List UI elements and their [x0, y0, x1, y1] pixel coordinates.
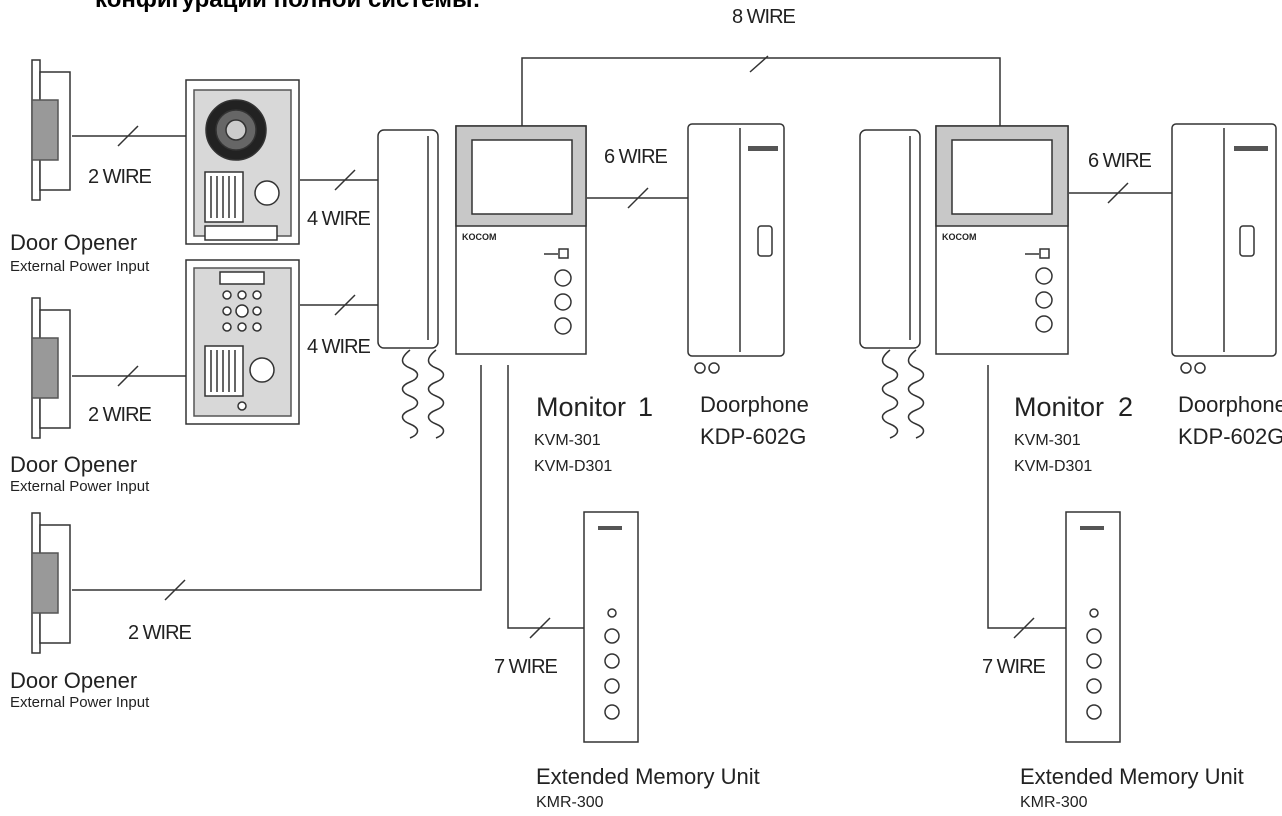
door-opener-3-sub: External Power Input: [10, 694, 150, 711]
memory-unit-1-model: KMR-300: [536, 794, 604, 811]
monitor-1-brand: KOCOM: [462, 232, 497, 242]
wire-2-bot-line: [72, 365, 482, 591]
door-opener-1-title: Door Opener: [10, 230, 138, 255]
door-camera-panel: [185, 79, 300, 245]
wire-8-label: 8 WIRE: [732, 6, 796, 28]
wire-6-right-slash: [1107, 182, 1129, 204]
wire-8-line: [521, 57, 1001, 127]
wire-8-slash: [749, 55, 769, 73]
wire-6-left-label: 6 WIRE: [604, 146, 668, 168]
doorphone-1-unit: [687, 123, 785, 374]
doorphone-2-model: KDP-602G: [1178, 424, 1282, 449]
wire-4-bot-label: 4 WIRE: [307, 336, 371, 358]
door-opener-1: [31, 59, 71, 201]
wire-6-left-slash: [627, 187, 649, 209]
monitor-1-model1: KVM-301: [534, 432, 601, 449]
doorphone-2-unit: [1171, 123, 1277, 374]
monitor-2-brand: KOCOM: [942, 232, 977, 242]
memory-unit-2-model: KMR-300: [1020, 794, 1088, 811]
keypad-panel: [185, 259, 300, 425]
page-heading: конфигурации полной системы:: [95, 0, 480, 14]
wire-2-top-slash: [117, 125, 139, 147]
wire-2-bot-label: 2 WIRE: [128, 622, 192, 644]
wire-4-bot-slash: [334, 294, 356, 316]
doorphone-1-title: Doorphone: [700, 392, 809, 417]
wire-2-mid-slash: [117, 365, 139, 387]
wire-6-right-label: 6 WIRE: [1088, 150, 1152, 172]
wire-7-right-label: 7 WIRE: [982, 656, 1046, 678]
monitor-2-model1: KVM-301: [1014, 432, 1081, 449]
memory-unit-1: [583, 511, 639, 743]
wire-2-bot-slash: [164, 579, 186, 601]
monitor-2-model2: KVM-D301: [1014, 458, 1093, 475]
memory-unit-2-title: Extended Memory Unit: [1020, 764, 1244, 789]
wire-7-left-slash: [529, 617, 551, 639]
wire-7-right-slash: [1013, 617, 1035, 639]
grille-lines-2: [210, 350, 236, 392]
doorphone-2-title: Doorphone: [1178, 392, 1282, 417]
door-opener-1-sub: External Power Input: [10, 258, 150, 275]
door-opener-2-sub: External Power Input: [10, 478, 150, 495]
memory-unit-1-title: Extended Memory Unit: [536, 764, 760, 789]
wire-7-right-line: [987, 365, 1066, 629]
monitor-1-number: 1: [638, 392, 654, 422]
wire-2-mid-label: 2 WIRE: [88, 404, 152, 426]
memory-unit-2: [1065, 511, 1121, 743]
monitor-2-title: Monitor: [1014, 392, 1105, 422]
monitor-1-unit: [377, 125, 587, 439]
wire-4-top-label: 4 WIRE: [307, 208, 371, 230]
wire-7-left-line: [507, 365, 584, 629]
monitor-1-title: Monitor: [536, 392, 627, 422]
door-opener-2: [31, 297, 71, 439]
door-opener-3: [31, 512, 71, 654]
door-opener-3-title: Door Opener: [10, 668, 138, 693]
monitor-2-number: 2: [1118, 392, 1134, 422]
monitor-2-unit: [859, 125, 1069, 439]
monitor-1-model2: KVM-D301: [534, 458, 613, 475]
wire-7-left-label: 7 WIRE: [494, 656, 558, 678]
wire-2-top-label: 2 WIRE: [88, 166, 152, 188]
doorphone-1-model: KDP-602G: [700, 424, 807, 449]
grille-lines-1: [210, 176, 236, 218]
wire-4-top-slash: [334, 169, 356, 191]
door-opener-2-title: Door Opener: [10, 452, 138, 477]
